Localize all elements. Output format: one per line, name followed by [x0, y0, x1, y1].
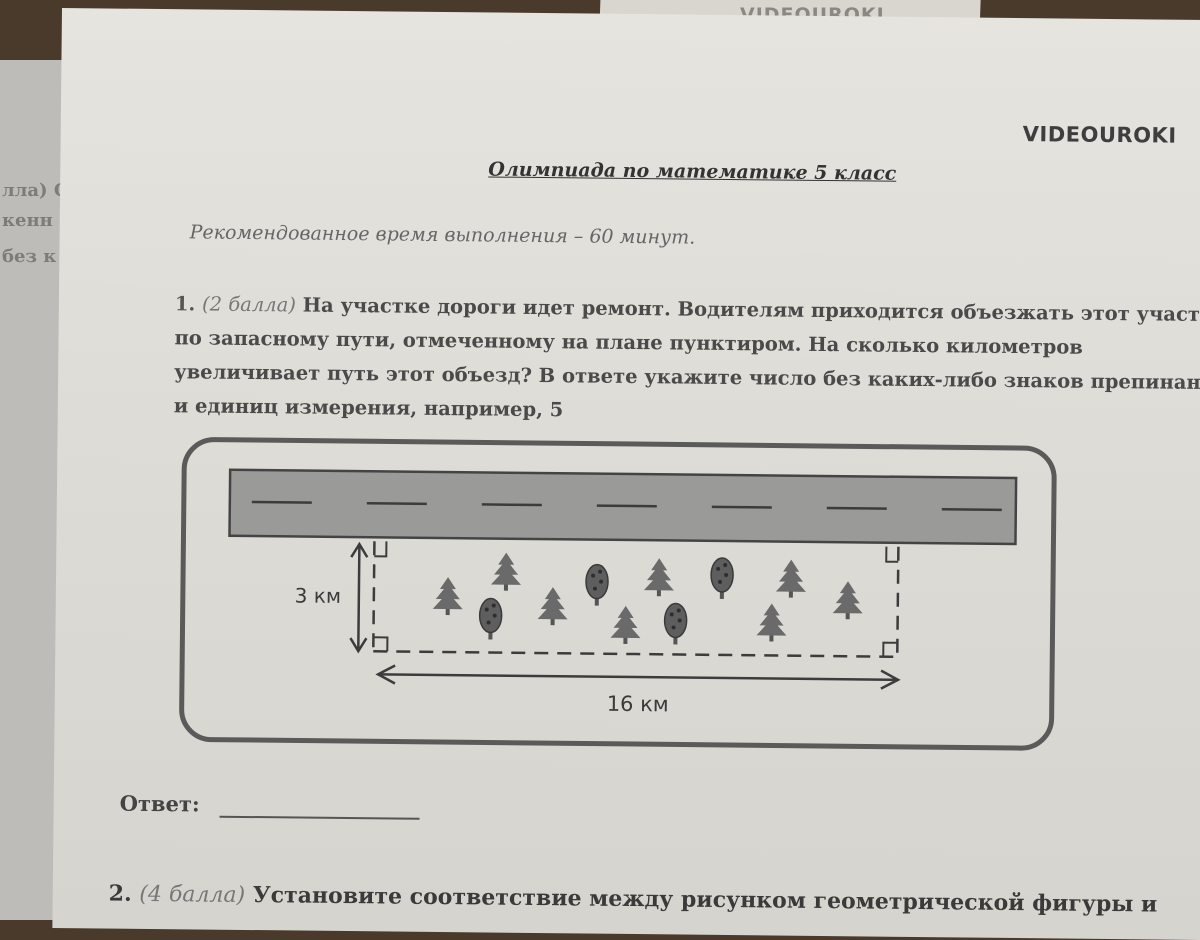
- worksheet-page: VIDEOUROKI Олимпиада по математике 5 кла…: [52, 8, 1200, 940]
- tree-icon: [832, 581, 864, 620]
- width-arrow: [375, 664, 901, 690]
- road-center-line: [251, 500, 1007, 512]
- task-2-number: 2.: [108, 880, 132, 907]
- height-arrow: [349, 541, 369, 654]
- width-label: 16 км: [607, 692, 669, 717]
- bush-icon: [585, 563, 609, 607]
- bush-icon: [710, 557, 735, 600]
- background-text-fragment: кенн: [2, 210, 53, 231]
- right-angle-markers: [373, 541, 899, 657]
- diagram-frame: [179, 437, 1057, 751]
- detour-path: [372, 541, 900, 659]
- height-label: 3 км: [295, 583, 341, 607]
- task-2-points: (4 балла): [139, 881, 246, 908]
- tree-icon: [537, 587, 568, 626]
- tree-icon: [643, 558, 675, 597]
- tree-icon: [610, 605, 641, 645]
- background-text-fragment: лла) С: [2, 180, 69, 201]
- tree-icon: [432, 576, 464, 616]
- answer-label: Ответ:: [119, 790, 200, 817]
- tree-icon: [490, 552, 522, 591]
- bush-icon: [478, 597, 503, 641]
- road-repair-diagram: 3 км 16 км: [179, 437, 1057, 751]
- background-text-fragment: без к: [2, 246, 57, 267]
- tree-icon: [775, 559, 807, 598]
- tree-icon: [756, 603, 787, 642]
- bush-icon: [663, 602, 688, 646]
